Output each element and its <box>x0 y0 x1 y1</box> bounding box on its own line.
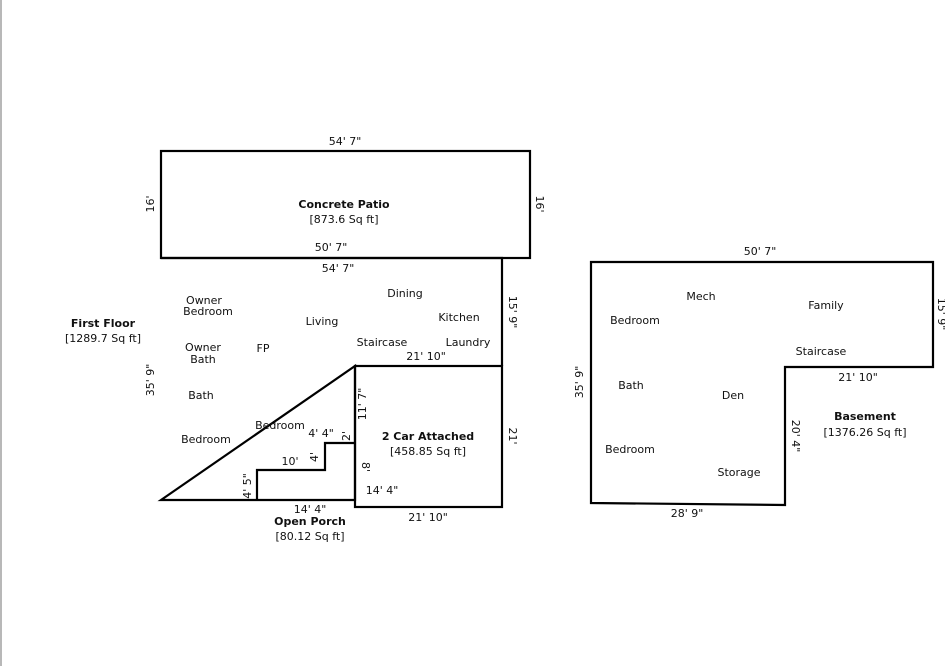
basement-bottom-dim: 28' 9" <box>671 507 704 520</box>
dim-8: 8' <box>359 462 372 472</box>
porch-bottom-dim: 14' 4" <box>294 503 327 516</box>
basement-inner-dim: 20' 4" <box>789 420 802 453</box>
room-label: Staircase <box>796 345 847 358</box>
room-label: Bath <box>618 379 644 392</box>
garage-top-dim: 21' 10" <box>406 350 446 363</box>
garage-bottom-dim: 21' 10" <box>408 511 448 524</box>
room-label: Owner <box>185 341 221 354</box>
basement-right-dim: 15' 9" <box>935 298 945 331</box>
dim-2: 2' <box>340 431 353 441</box>
first-floor-left-dim: 35' 9" <box>144 364 157 397</box>
room-label: Bedroom <box>181 433 231 446</box>
room-label: Staircase <box>357 336 408 349</box>
first-floor-right-dim: 15' 9" <box>506 296 519 329</box>
room-label: FP <box>257 342 270 355</box>
room-label: Owner <box>186 294 222 307</box>
room-label: Bedroom <box>605 443 655 456</box>
patio-left-dim: 16' <box>144 195 157 212</box>
garage-area: [458.85 Sq ft] <box>390 445 466 458</box>
first-floor-top-dim: 54' 7" <box>322 262 355 275</box>
dim-11-7: 11' 7" <box>356 388 369 421</box>
dim-4-4: 4' 4" <box>308 427 334 440</box>
page-edge <box>0 0 2 666</box>
patio-bottom-dim: 50' 7" <box>315 241 348 254</box>
first-floor-area: [1289.7 Sq ft] <box>65 332 141 345</box>
room-label: Kitchen <box>438 311 479 324</box>
basement-left-dim: 35' 9" <box>573 366 586 399</box>
porch-title: Open Porch <box>274 515 346 528</box>
basement-top-dim: 50' 7" <box>744 245 777 258</box>
dim-14-4-inner: 14' 4" <box>366 484 399 497</box>
room-label: Dining <box>387 287 423 300</box>
porch-outline <box>255 441 355 500</box>
room-label: Bedroom <box>255 419 305 432</box>
patio-title: Concrete Patio <box>298 198 390 211</box>
basement-title: Basement <box>834 410 896 423</box>
garage-right-dim: 21' <box>506 427 519 444</box>
basement-area: [1376.26 Sq ft] <box>823 426 906 439</box>
first-floor-title: First Floor <box>71 317 136 330</box>
room-label: Family <box>808 299 844 312</box>
room-label: Laundry <box>446 336 491 349</box>
dim-4: 4' <box>308 452 321 462</box>
room-label: Den <box>722 389 744 402</box>
porch-area: [80.12 Sq ft] <box>275 530 344 543</box>
room-label: Bedroom <box>610 314 660 327</box>
patio-top-dim: 54' 7" <box>329 135 362 148</box>
room-label: Mech <box>686 290 715 303</box>
room-label: Bath <box>188 389 214 402</box>
room-label: Storage <box>717 466 760 479</box>
room-label: Bath <box>190 353 216 366</box>
dim-10: 10' <box>281 455 298 468</box>
basement-outline <box>589 260 935 507</box>
room-label: Living <box>306 315 339 328</box>
patio-right-dim: 16' <box>533 195 546 212</box>
patio-area: [873.6 Sq ft] <box>309 213 378 226</box>
basement-step-dim: 21' 10" <box>838 371 878 384</box>
room-label: Bedroom <box>183 305 233 318</box>
garage-outline <box>353 364 504 509</box>
garage-title: 2 Car Attached <box>382 430 474 443</box>
dim-4-5: 4' 5" <box>241 473 254 499</box>
